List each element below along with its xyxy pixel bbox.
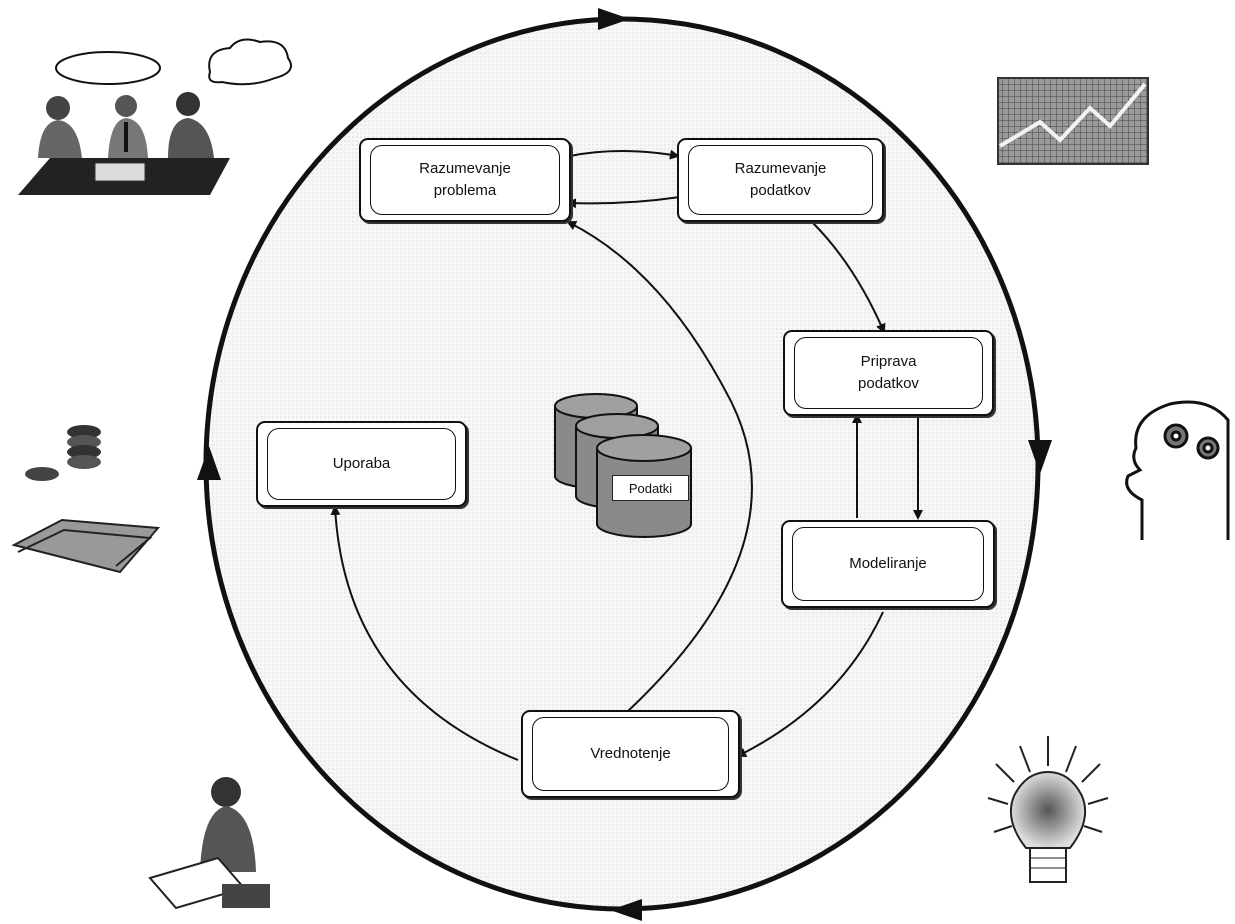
phase-label: Vrednotenje [532, 717, 729, 791]
person-writing-icon [148, 777, 270, 910]
coins-money-icon [11, 425, 161, 574]
phase-modeling: Modeliranje [781, 520, 995, 608]
phase-label: Priprava podatkov [794, 337, 983, 409]
arrow-modeling-to-evaluation [736, 611, 884, 757]
meeting-people-icon [18, 38, 292, 195]
arrow-data-to-preparation [811, 221, 886, 334]
phase-data-understanding: Razumevanje podatkov [677, 138, 884, 222]
arrow-data-to-problem [566, 196, 681, 209]
phase-evaluation: Vrednotenje [521, 710, 740, 798]
phase-label: Uporaba [267, 428, 456, 500]
phase-data-preparation: Priprava podatkov [783, 330, 994, 416]
arrow-evaluation-to-deployment [330, 505, 519, 761]
phase-label: Razumevanje podatkov [688, 145, 873, 215]
phase-label: Razumevanje problema [370, 145, 560, 215]
phase-deployment: Uporaba [256, 421, 467, 507]
data-store-label: Podatki [612, 475, 689, 501]
flow-arrows [330, 149, 923, 761]
outer-cycle-arrows [197, 8, 1052, 921]
phase-label: Modeliranje [792, 527, 984, 601]
light-bulb-icon [987, 736, 1109, 883]
phase-business-understanding: Razumevanje problema [359, 138, 571, 222]
arrow-evaluation-to-problem [566, 221, 753, 713]
arrow-problem-to-data [569, 149, 680, 160]
line-chart-icon [997, 77, 1149, 165]
head-gears-icon [1125, 400, 1230, 540]
